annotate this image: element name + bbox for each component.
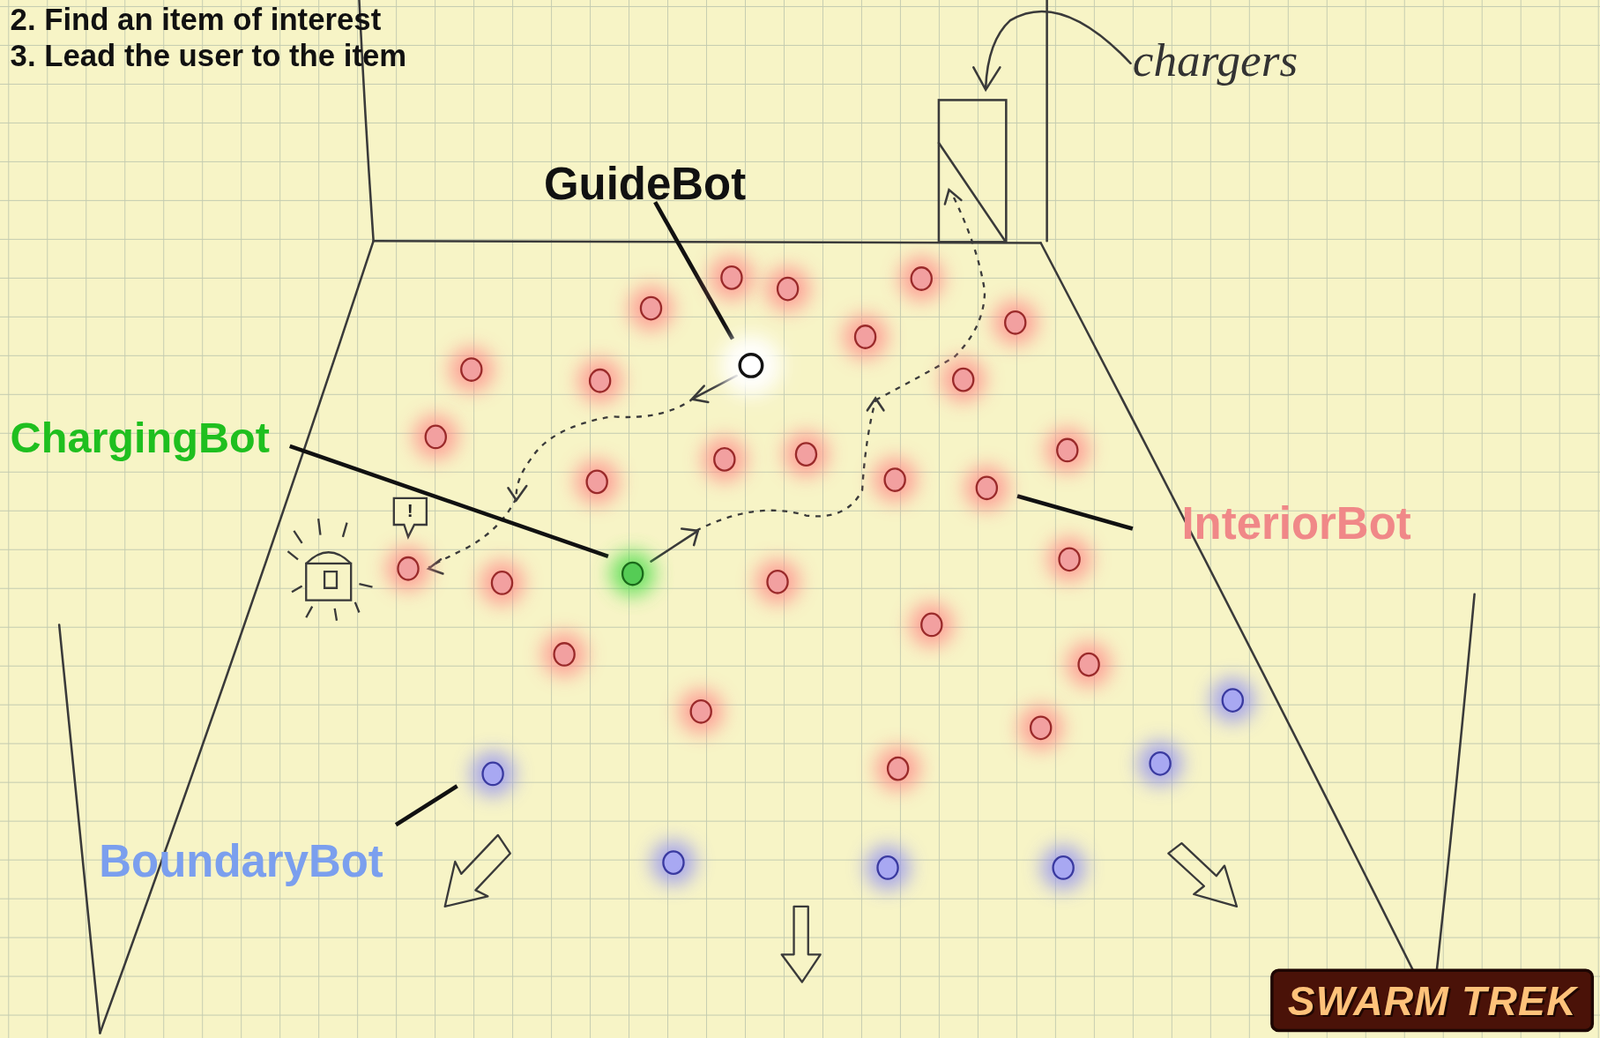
interior-bot — [397, 557, 418, 580]
boundary-bot — [1150, 751, 1171, 774]
interior-bot-glow — [386, 545, 432, 591]
boundary-bot — [483, 762, 504, 785]
boundary-bot-glow — [470, 751, 516, 797]
boundary-bot-glow — [1138, 740, 1184, 786]
boundary-bot — [877, 855, 898, 879]
interior-bot — [921, 613, 942, 636]
boundary-bot-glow — [651, 840, 697, 886]
interior-bot — [640, 297, 662, 320]
interior-bot-glow — [628, 285, 674, 331]
interior-bot-glow — [755, 558, 801, 604]
interior-bot — [691, 699, 712, 722]
interior-bot-glow — [940, 357, 986, 402]
interior-bot — [1030, 716, 1051, 739]
interior-bot — [1004, 311, 1026, 334]
interior-bot-glow — [1066, 641, 1112, 687]
charging-bot-glow — [610, 550, 655, 596]
interior-bot — [855, 325, 876, 348]
interior-bot-glow — [708, 254, 754, 300]
boundary-bot-glow — [1041, 844, 1087, 890]
boundary-bot-glow — [865, 844, 911, 890]
treasure-chest — [287, 518, 373, 621]
interior-bot-glow — [842, 314, 888, 360]
boundary-bot — [1053, 855, 1074, 879]
boundary-bot — [662, 850, 684, 873]
interior-bot-glow — [678, 688, 724, 734]
bot-label: InteriorBot — [1181, 498, 1411, 549]
interior-bot — [887, 757, 908, 780]
bot-label: ChargingBot — [10, 414, 270, 462]
interior-bot — [976, 476, 998, 499]
interior-bot — [1079, 653, 1100, 676]
bot-label: BoundaryBot — [98, 836, 384, 886]
arrowheads — [428, 189, 961, 574]
interior-bot — [425, 425, 447, 448]
interior-bot — [721, 266, 742, 289]
interior-bot — [589, 369, 611, 392]
interior-bot — [1056, 439, 1078, 462]
interior-bot-glow — [577, 357, 623, 403]
interior-bot-glow — [992, 299, 1038, 345]
leader-lines — [290, 201, 1133, 825]
interior-bot — [1059, 548, 1080, 571]
interior-bot — [777, 277, 798, 300]
interior-bot-glow — [448, 347, 494, 393]
interior-bot — [461, 357, 482, 380]
guide-bot — [739, 354, 762, 377]
handwritten-label: chargers — [1132, 34, 1298, 87]
interior-bot — [796, 442, 817, 465]
interior-bot-glow — [1018, 705, 1064, 751]
interior-bot-glow — [783, 431, 829, 477]
interior-bot — [952, 368, 974, 391]
speech-bubble — [394, 498, 427, 537]
interior-bot-glow — [413, 414, 459, 460]
interior-bot — [714, 447, 735, 470]
interior-bot — [587, 470, 608, 493]
guide-bot-glow — [720, 334, 782, 396]
bot-label: GuideBot — [543, 159, 746, 209]
interior-bot-glow — [765, 266, 811, 312]
interior-bot-glow — [1047, 536, 1093, 582]
step-text: 2. Find an item of interest — [10, 1, 382, 36]
charging-bot — [622, 562, 643, 585]
step-text: 3. Lead the user to the item — [10, 38, 408, 73]
interior-bot-glow — [899, 256, 945, 302]
interior-bot-glow — [964, 465, 1010, 511]
logo: SWARM TREK — [1270, 967, 1594, 1032]
boundary-bot-glow — [1210, 677, 1256, 723]
interior-bot — [885, 468, 906, 491]
interior-bot-glow — [875, 745, 921, 791]
interior-bot-glow — [872, 457, 918, 503]
interior-bot — [911, 267, 932, 290]
alert-mark: ! — [407, 500, 414, 521]
interior-bot-glow — [479, 559, 525, 605]
arena-outline — [59, 0, 1474, 1033]
interior-bot-glow — [574, 459, 620, 505]
interior-bot — [554, 642, 575, 665]
interior-bot-glow — [701, 436, 747, 482]
interior-bot-glow — [1044, 427, 1090, 473]
robot-swarm — [386, 254, 1256, 890]
interior-bot — [766, 570, 788, 593]
interior-bot — [491, 571, 513, 594]
interior-bot-glow — [908, 602, 954, 648]
interior-bot-glow — [542, 632, 588, 678]
robot-paths — [428, 192, 985, 568]
expansion-arrows — [445, 834, 1237, 983]
boundary-bot — [1222, 688, 1243, 711]
